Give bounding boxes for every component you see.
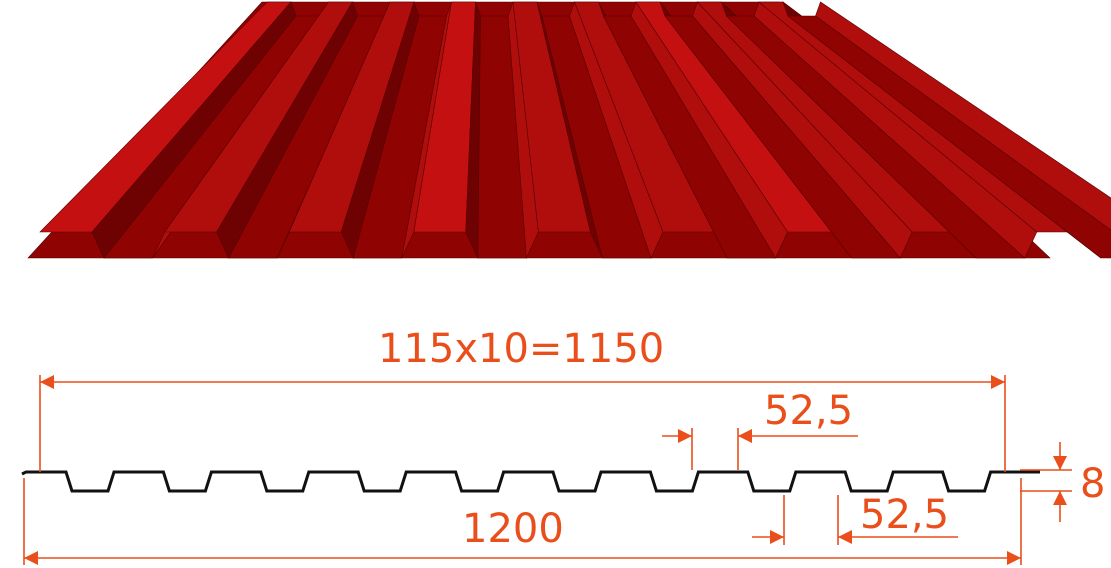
sheet-profile-line bbox=[21, 470, 1040, 493]
dim-label-1200: 1200 bbox=[462, 506, 564, 552]
valley-face bbox=[787, 15, 1111, 259]
dim-label-rib-top: 52,5 bbox=[764, 388, 853, 434]
dim-label-height: 8 bbox=[1080, 461, 1105, 507]
corrugated-sheet-illustration bbox=[27, 1, 1111, 260]
dim-label-1150: 115x10=1150 bbox=[378, 326, 664, 372]
rib-rise-face bbox=[815, 1, 1111, 231]
dim-label-rib-bottom: 52,5 bbox=[860, 492, 949, 538]
dimension-lines bbox=[23, 375, 1072, 565]
